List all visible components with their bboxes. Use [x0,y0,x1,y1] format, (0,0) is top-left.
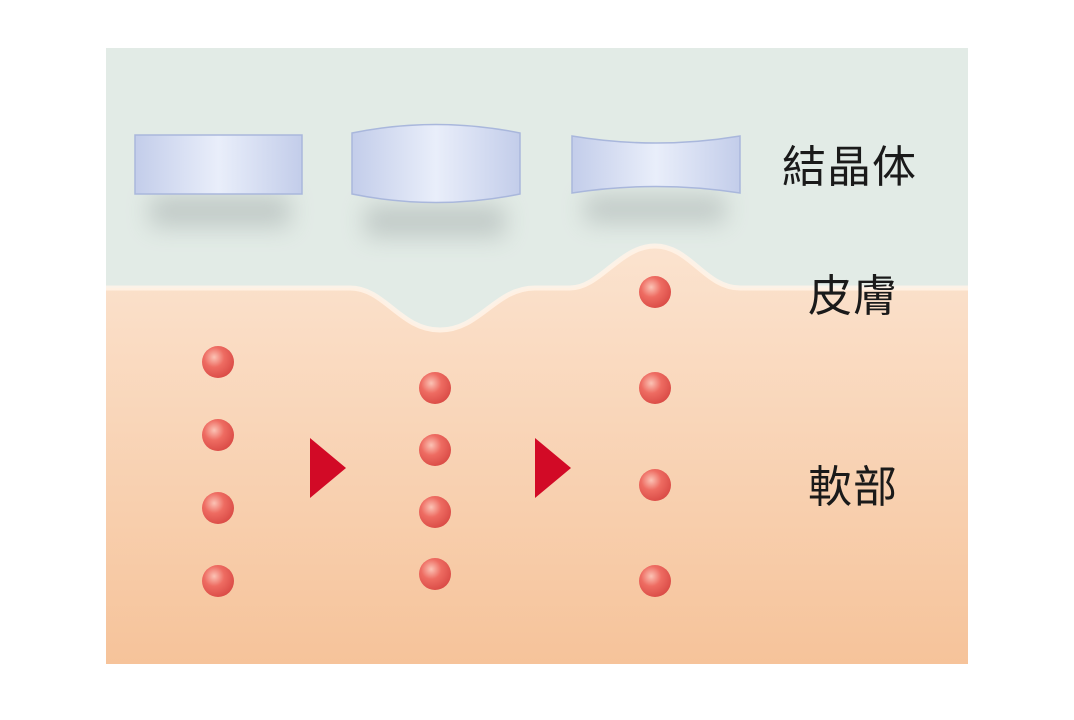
dots-stage-1 [202,346,234,597]
crystal-flat [134,134,303,195]
skin-surface-line [106,243,968,333]
dot [419,496,451,528]
label-crystal: 結晶体 [782,142,917,193]
arrow-right-icon [310,438,346,498]
dot [202,492,234,524]
dot [419,558,451,590]
dot [639,565,671,597]
arrow-right-icon [535,438,571,498]
dots-stage-2 [419,372,451,590]
dot [419,372,451,404]
dot [639,469,671,501]
dot [419,434,451,466]
dot [202,419,234,451]
crystal-concave [571,135,741,194]
dot [202,346,234,378]
dot [639,372,671,404]
crystal-convex [351,123,521,204]
label-soft-tissue: 軟部 [808,462,898,513]
dot [639,276,671,308]
dot [202,565,234,597]
dots-stage-3 [639,276,671,597]
crystal-shadows [150,195,725,237]
label-skin: 皮膚 [808,271,898,322]
